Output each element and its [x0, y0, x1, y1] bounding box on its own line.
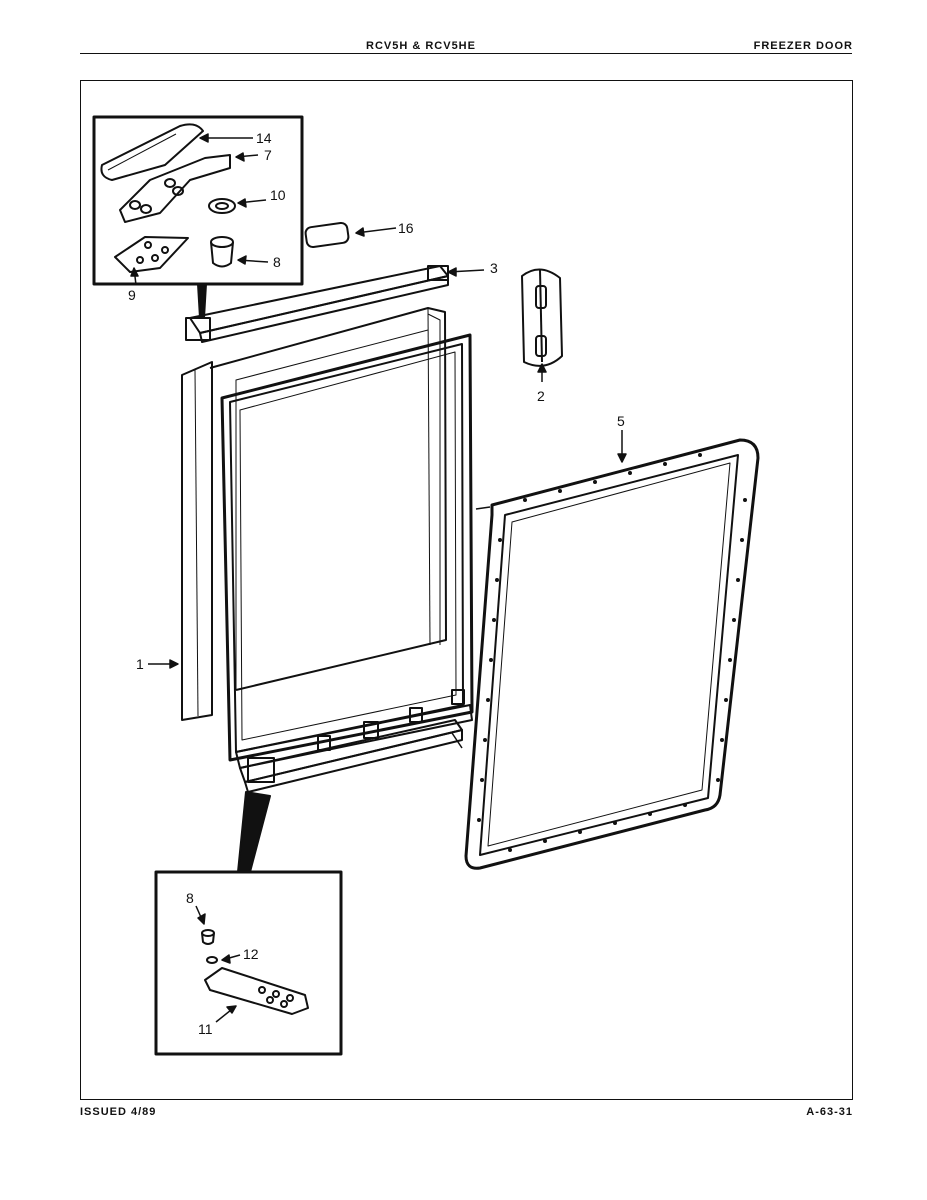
issued-date: ISSUED 4/89 [80, 1106, 157, 1118]
callout-8-top: 8 [273, 254, 281, 270]
callout-10: 10 [270, 187, 286, 203]
page-number: A-63-31 [806, 1106, 853, 1118]
callout-12: 12 [243, 946, 259, 962]
bottom-inset-box [154, 870, 343, 1056]
callout-5: 5 [617, 413, 625, 429]
bottom-bushing-part [201, 929, 215, 945]
callout-3: 3 [490, 260, 498, 276]
outer-door-panel [209, 307, 447, 691]
header-rule [80, 53, 852, 54]
washer-part [208, 198, 236, 214]
callout-14: 14 [256, 130, 272, 146]
top-hinge-part [119, 154, 231, 223]
bushing-part [210, 236, 234, 268]
bottom-washer-part [206, 956, 218, 964]
callout-7: 7 [264, 147, 272, 163]
diagram-frame [80, 80, 853, 1100]
side-trim-part [181, 361, 213, 721]
hinge-cover-part [100, 123, 204, 181]
callout-1: 1 [136, 656, 144, 672]
section-title: FREEZER DOOR [753, 40, 853, 52]
callout-16: 16 [398, 220, 414, 236]
handle-insert-part [304, 221, 350, 249]
callout-9: 9 [128, 287, 136, 303]
top-trim-part [185, 265, 449, 343]
callout-8-bottom: 8 [186, 890, 194, 906]
hinge-channel-part [521, 268, 563, 367]
model-number: RCV5H & RCV5HE [366, 40, 476, 52]
hinge-shim-part [114, 236, 189, 273]
door-liner-frame [220, 333, 474, 769]
bottom-trim-part [239, 719, 463, 793]
door-gasket-part [464, 438, 760, 870]
bottom-hinge-part [204, 967, 309, 1015]
callout-2: 2 [537, 388, 545, 404]
callout-11: 11 [198, 1021, 213, 1037]
